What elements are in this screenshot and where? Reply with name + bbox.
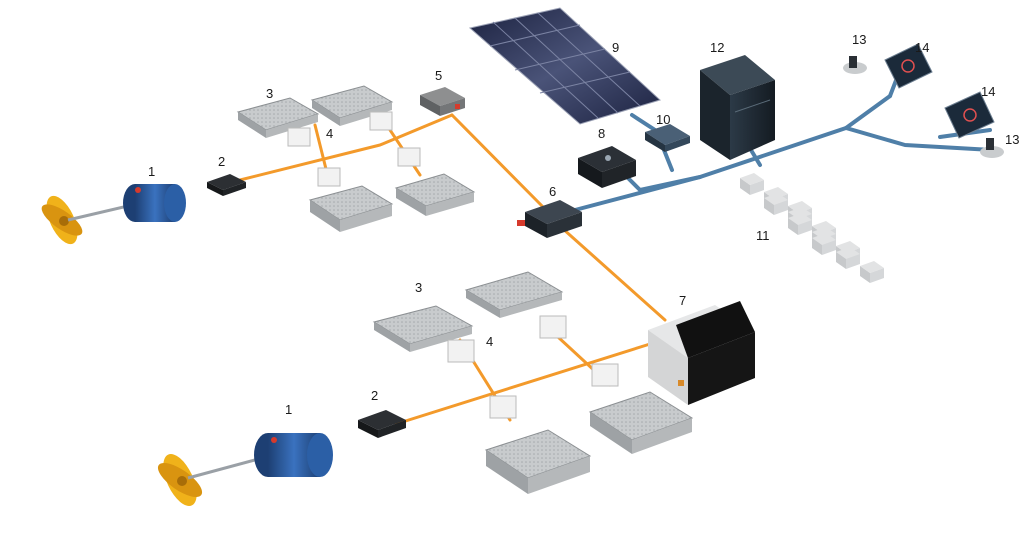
label-battery-bottom: 3 xyxy=(415,280,422,295)
battery-pack-top-3 xyxy=(308,185,394,232)
controller-top xyxy=(207,174,246,196)
io-module xyxy=(764,193,788,205)
label-charger-cabinet: 7 xyxy=(679,293,686,308)
propeller-top xyxy=(41,195,83,245)
label-bms-top: 4 xyxy=(326,126,333,141)
io-module xyxy=(812,233,836,245)
display-bottom xyxy=(944,91,995,139)
number-labels: 1 2 3 4 5 6 7 8 9 10 11 12 13 14 14 13 3… xyxy=(148,32,1019,417)
shaft-bottom xyxy=(187,456,263,480)
battery-pack-top-4 xyxy=(394,173,476,216)
gateway-unit xyxy=(578,146,636,188)
label-motor-top: 1 xyxy=(148,164,155,179)
shaft-top xyxy=(67,204,129,222)
io-module xyxy=(788,213,812,225)
label-battery-top: 3 xyxy=(266,86,273,101)
io-module-side xyxy=(860,266,870,283)
throttle-bottom xyxy=(980,138,1004,158)
label-junction: 5 xyxy=(435,68,442,83)
cabinet xyxy=(700,55,775,160)
io-module-side xyxy=(788,218,798,235)
charger-cabinet xyxy=(648,301,755,405)
junction-box xyxy=(420,87,465,116)
battery-pack-bottom-4 xyxy=(588,391,694,454)
io-module-side xyxy=(812,238,822,255)
battery-pack-icon xyxy=(236,97,320,138)
io-module-side xyxy=(836,252,846,269)
label-mppt: 10 xyxy=(656,112,670,127)
bms-top xyxy=(287,111,421,187)
battery-pack-top-2 xyxy=(310,85,394,126)
electric-motor-bottom xyxy=(254,433,333,477)
io-module-side xyxy=(740,178,750,195)
label-throttle-top: 13 xyxy=(852,32,866,47)
label-gateway: 8 xyxy=(598,126,605,141)
battery-pack-bottom-2 xyxy=(464,271,564,318)
label-throttle-bottom: 13 xyxy=(1005,132,1019,147)
hub-unit xyxy=(517,200,582,238)
label-io-modules: 11 xyxy=(756,228,770,243)
label-solar-panel: 9 xyxy=(612,40,619,55)
label-display-top: 14 xyxy=(915,40,929,55)
battery-pack-bottom-3 xyxy=(484,429,592,494)
label-cabinet: 12 xyxy=(710,40,724,55)
label-hub: 6 xyxy=(549,184,556,199)
label-display-bottom: 14 xyxy=(981,84,995,99)
battery-pack-bottom-1 xyxy=(372,305,474,352)
bms-bottom xyxy=(447,315,619,419)
controller-bottom xyxy=(358,410,406,438)
electric-motor-icon xyxy=(123,184,186,222)
label-controller-top: 2 xyxy=(218,154,225,169)
propeller-bottom xyxy=(157,454,203,506)
label-bms-bottom: 4 xyxy=(486,334,493,349)
solar-panel xyxy=(468,7,661,125)
label-controller-bottom: 2 xyxy=(371,388,378,403)
io-module-side xyxy=(764,198,774,215)
io-module xyxy=(836,247,860,259)
io-module xyxy=(740,173,764,185)
io-module xyxy=(860,261,884,273)
mppt-unit xyxy=(645,124,690,152)
label-motor-bottom: 1 xyxy=(285,402,292,417)
io-modules xyxy=(740,173,884,283)
display-screen-icon xyxy=(884,43,933,89)
throttle-lever-icon xyxy=(843,56,867,74)
